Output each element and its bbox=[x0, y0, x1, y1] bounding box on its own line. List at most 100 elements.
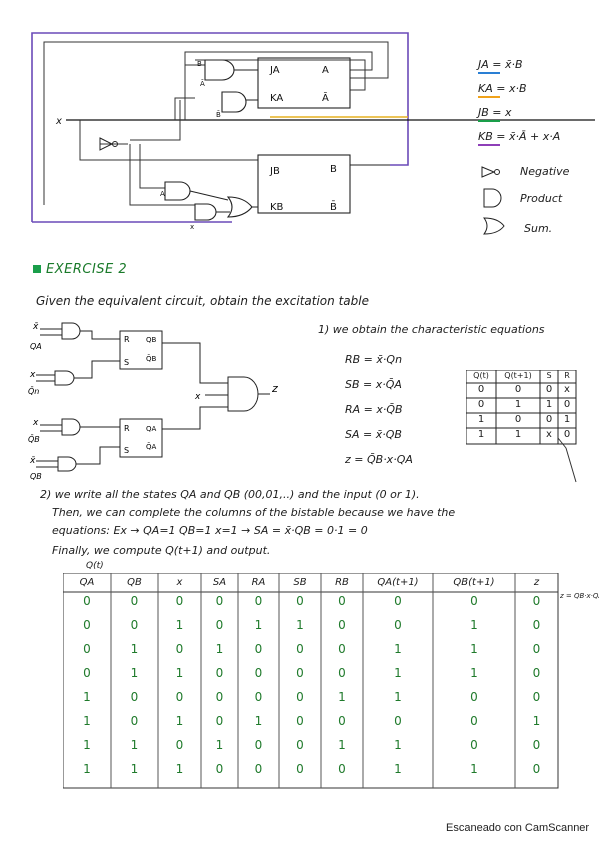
truth-table-cell: 0 bbox=[338, 642, 346, 656]
step2-line-1: 2) we write all the states QA and QB (00… bbox=[40, 488, 420, 501]
truth-table-note: z = QB·x·QA bbox=[560, 592, 599, 600]
char-table-cell: 0 bbox=[545, 384, 553, 395]
truth-table-cell: 0 bbox=[175, 642, 184, 656]
truth-table-cell: 0 bbox=[338, 762, 346, 776]
truth-table-cell: 0 bbox=[394, 594, 402, 608]
truth-table-cell: 1 bbox=[83, 714, 91, 728]
truth-table-cell: 0 bbox=[470, 594, 478, 608]
truth-table-cell: 0 bbox=[83, 594, 91, 608]
svg-text:z: z bbox=[271, 382, 278, 395]
char-table-header: R bbox=[564, 371, 570, 380]
char-eq-z: z = Q̄B·x·QA bbox=[345, 453, 413, 466]
truth-table-cell: 1 bbox=[83, 762, 91, 776]
truth-table-cell: 1 bbox=[394, 666, 402, 680]
truth-table-cell: 0 bbox=[296, 762, 304, 776]
svg-text:x: x bbox=[194, 392, 201, 402]
truth-table-cell: 1 bbox=[394, 738, 402, 752]
truth-table-cell: 0 bbox=[394, 714, 402, 728]
char-table-cell: 0 bbox=[514, 384, 522, 395]
truth-table-cell: 1 bbox=[215, 738, 224, 752]
label-gate-b2: B̄ bbox=[216, 110, 221, 119]
truth-table-cell: 0 bbox=[215, 666, 224, 680]
truth-table-cell: 0 bbox=[254, 738, 263, 752]
truth-table-cell: 0 bbox=[175, 594, 184, 608]
truth-table-cell: 1 bbox=[175, 666, 184, 680]
and-gate-ja bbox=[204, 59, 235, 81]
char-eq-sa: SA = x̄·QB bbox=[345, 428, 402, 441]
step2-line-4: Finally, we compute Q(t+1) and output. bbox=[52, 544, 271, 557]
char-table-header: Q(t+1) bbox=[504, 371, 532, 380]
wire-qa bbox=[184, 51, 373, 71]
truth-table-cell: 1 bbox=[470, 642, 478, 656]
char-table bbox=[466, 370, 577, 483]
top-circuit-diagram: x JA KA A Ā JB KB B B̄ B Ā B̄ A x bbox=[31, 32, 595, 231]
label-gate-x: x bbox=[190, 223, 194, 231]
truth-table-grid bbox=[63, 573, 559, 789]
svg-text:QB: QB bbox=[30, 472, 42, 481]
svg-text:Q̄B: Q̄B bbox=[146, 354, 157, 363]
step2-line-3: equations: Ex → QA=1 QB=1 x=1 → SA = x̄·… bbox=[52, 524, 368, 537]
truth-table-cell: 1 bbox=[83, 738, 91, 752]
truth-table-cell: 0 bbox=[175, 738, 184, 752]
truth-table-cell: 1 bbox=[83, 690, 91, 704]
truth-table-cell: 0 bbox=[338, 666, 346, 680]
step1-title: 1) we obtain the characteristic equation… bbox=[318, 323, 545, 336]
feedback-wire-inner bbox=[43, 41, 389, 205]
truth-table-cell: 1 bbox=[470, 618, 478, 632]
truth-table-header: QB bbox=[127, 577, 142, 588]
flipflop-b bbox=[257, 154, 351, 214]
truth-table-cell: 0 bbox=[130, 594, 139, 608]
truth-table-cell: 0 bbox=[83, 642, 91, 656]
char-table-cell: x bbox=[564, 384, 570, 395]
truth-table-cell: 0 bbox=[130, 690, 139, 704]
truth-table-cell: 1 bbox=[470, 762, 478, 776]
feedback-wire-outer bbox=[31, 32, 409, 222]
char-table-cell: 1 bbox=[563, 414, 571, 425]
char-table-cell: 0 bbox=[563, 399, 571, 410]
truth-table-cell: 1 bbox=[338, 738, 346, 752]
char-table-cell: 0 bbox=[563, 429, 571, 440]
truth-table-cell: 0 bbox=[130, 714, 139, 728]
truth-table-cell: 1 bbox=[532, 714, 541, 728]
truth-table-cell: 0 bbox=[296, 642, 304, 656]
truth-table-caption: Q(t) bbox=[86, 561, 104, 571]
label-gate-a1: A bbox=[160, 190, 165, 198]
truth-table-cell: 0 bbox=[83, 618, 91, 632]
equation-kb: KB = x̄·Ā + x·A bbox=[478, 130, 561, 143]
svg-text:QA: QA bbox=[146, 425, 157, 433]
truth-table-cell: 0 bbox=[338, 594, 346, 608]
truth-table-cell: 0 bbox=[296, 714, 304, 728]
svg-text:Q̄A: Q̄A bbox=[146, 442, 157, 451]
truth-table-cell: 0 bbox=[532, 738, 541, 752]
svg-text:S: S bbox=[124, 358, 129, 367]
truth-table-cell: 0 bbox=[532, 666, 541, 680]
truth-table-cell: 0 bbox=[130, 618, 139, 632]
truth-table-cell: 0 bbox=[338, 618, 346, 632]
truth-table-header: QA bbox=[79, 577, 95, 588]
truth-table-cell: 1 bbox=[394, 690, 402, 704]
truth-table-cell: 1 bbox=[130, 738, 139, 752]
char-table-cell: 0 bbox=[477, 384, 485, 395]
svg-text:x: x bbox=[29, 370, 36, 380]
truth-table-cell: 1 bbox=[175, 618, 184, 632]
truth-table-header: SB bbox=[293, 577, 307, 588]
char-table-header: Q(t) bbox=[473, 371, 489, 380]
label-abar: Ā bbox=[322, 91, 329, 104]
char-table-header: S bbox=[546, 371, 552, 380]
truth-table-cell: 0 bbox=[215, 618, 224, 632]
truth-table-cell: 1 bbox=[394, 642, 402, 656]
char-table-cell: 0 bbox=[545, 414, 553, 425]
char-table-cell: 1 bbox=[477, 429, 485, 440]
truth-table-header: QA(t+1) bbox=[377, 577, 419, 588]
svg-text:Q̄B: Q̄B bbox=[28, 434, 40, 444]
char-table-cell: x bbox=[546, 429, 552, 440]
equation-jb: JB = x bbox=[478, 106, 512, 119]
truth-table-cell: 1 bbox=[175, 714, 184, 728]
truth-table-header: RB bbox=[335, 577, 349, 588]
and-gate-kb1 bbox=[164, 181, 191, 201]
legend-negative: Negative bbox=[520, 165, 570, 178]
truth-table-cell: 0 bbox=[532, 642, 541, 656]
flipflop-a bbox=[257, 57, 351, 109]
truth-table-cell: 1 bbox=[175, 762, 184, 776]
label-ja: JA bbox=[269, 65, 280, 76]
